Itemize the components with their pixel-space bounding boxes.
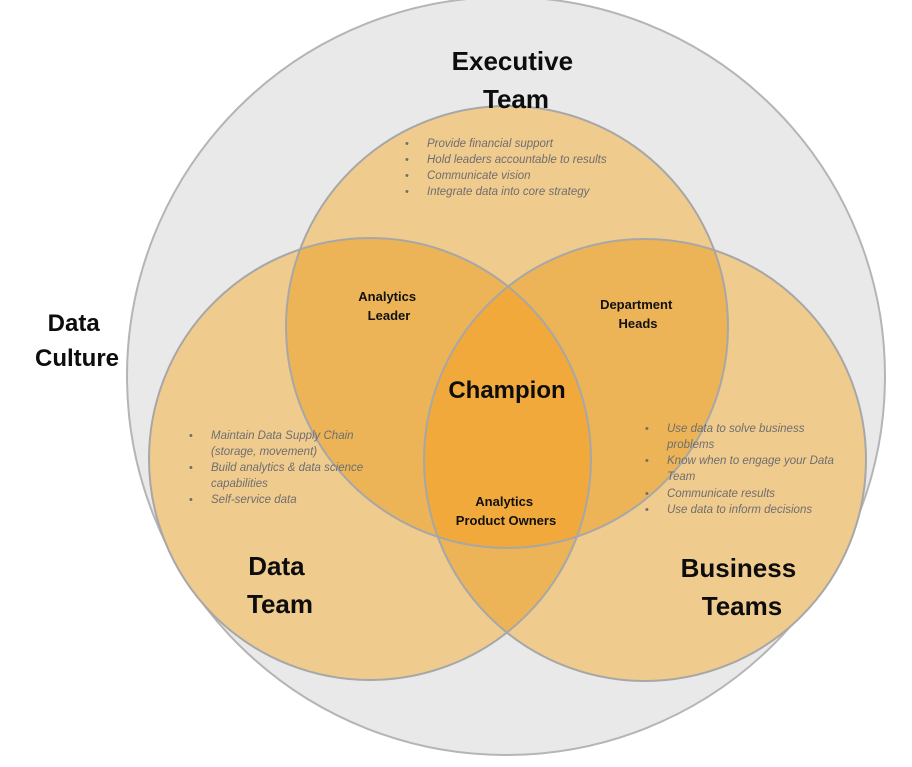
- bullet-text: Use data to inform decisions: [667, 504, 812, 516]
- bullet-text: (storage, movement): [211, 446, 317, 458]
- bullet-text: Communicate vision: [427, 170, 531, 182]
- executive-team-title: Executive Team: [452, 46, 581, 114]
- bullet-text: Hold leaders accountable to results: [427, 154, 607, 166]
- svg-text:•: •: [189, 462, 193, 474]
- svg-text:•: •: [189, 494, 193, 506]
- bullet-text: Build analytics & data science: [211, 462, 363, 474]
- bullet-text: Communicate results: [667, 488, 775, 500]
- analytics-product-owners-label: Analytics Product Owners: [456, 494, 556, 528]
- svg-text:•: •: [405, 138, 409, 150]
- bullet-text: Know when to engage your Data: [667, 455, 834, 467]
- bullet-text: Team: [667, 471, 696, 483]
- data-team-title: Data Team: [247, 551, 313, 619]
- svg-text:•: •: [645, 504, 649, 516]
- bullet-text: capabilities: [211, 478, 268, 490]
- svg-text:•: •: [645, 455, 649, 467]
- business-teams-title: Business Teams: [681, 553, 804, 621]
- executive-bullets: • Provide financial support • Hold leade…: [405, 138, 607, 198]
- svg-text:•: •: [405, 170, 409, 182]
- bullet-text: Self-service data: [211, 494, 297, 506]
- svg-text:•: •: [405, 154, 409, 166]
- bullet-text: Provide financial support: [427, 138, 554, 150]
- champion-label: Champion: [448, 377, 565, 404]
- business-teams-bullets: • Use data to solve business problems • …: [645, 423, 834, 516]
- analytics-leader-label: Analytics Leader: [358, 289, 419, 323]
- bullet-text: Use data to solve business: [667, 423, 805, 435]
- data-culture-label: Data Culture: [35, 310, 119, 372]
- svg-text:•: •: [645, 423, 649, 435]
- svg-text:•: •: [405, 186, 409, 198]
- department-heads-label: Department Heads: [600, 297, 676, 331]
- bullet-text: Maintain Data Supply Chain: [211, 430, 354, 442]
- bullet-text: Integrate data into core strategy: [427, 186, 591, 198]
- bullet-text: problems: [666, 439, 715, 451]
- data-team-bullets: • Maintain Data Supply Chain (storage, m…: [189, 430, 363, 506]
- svg-text:•: •: [645, 488, 649, 500]
- champion-region: [424, 239, 591, 548]
- svg-text:•: •: [189, 430, 193, 442]
